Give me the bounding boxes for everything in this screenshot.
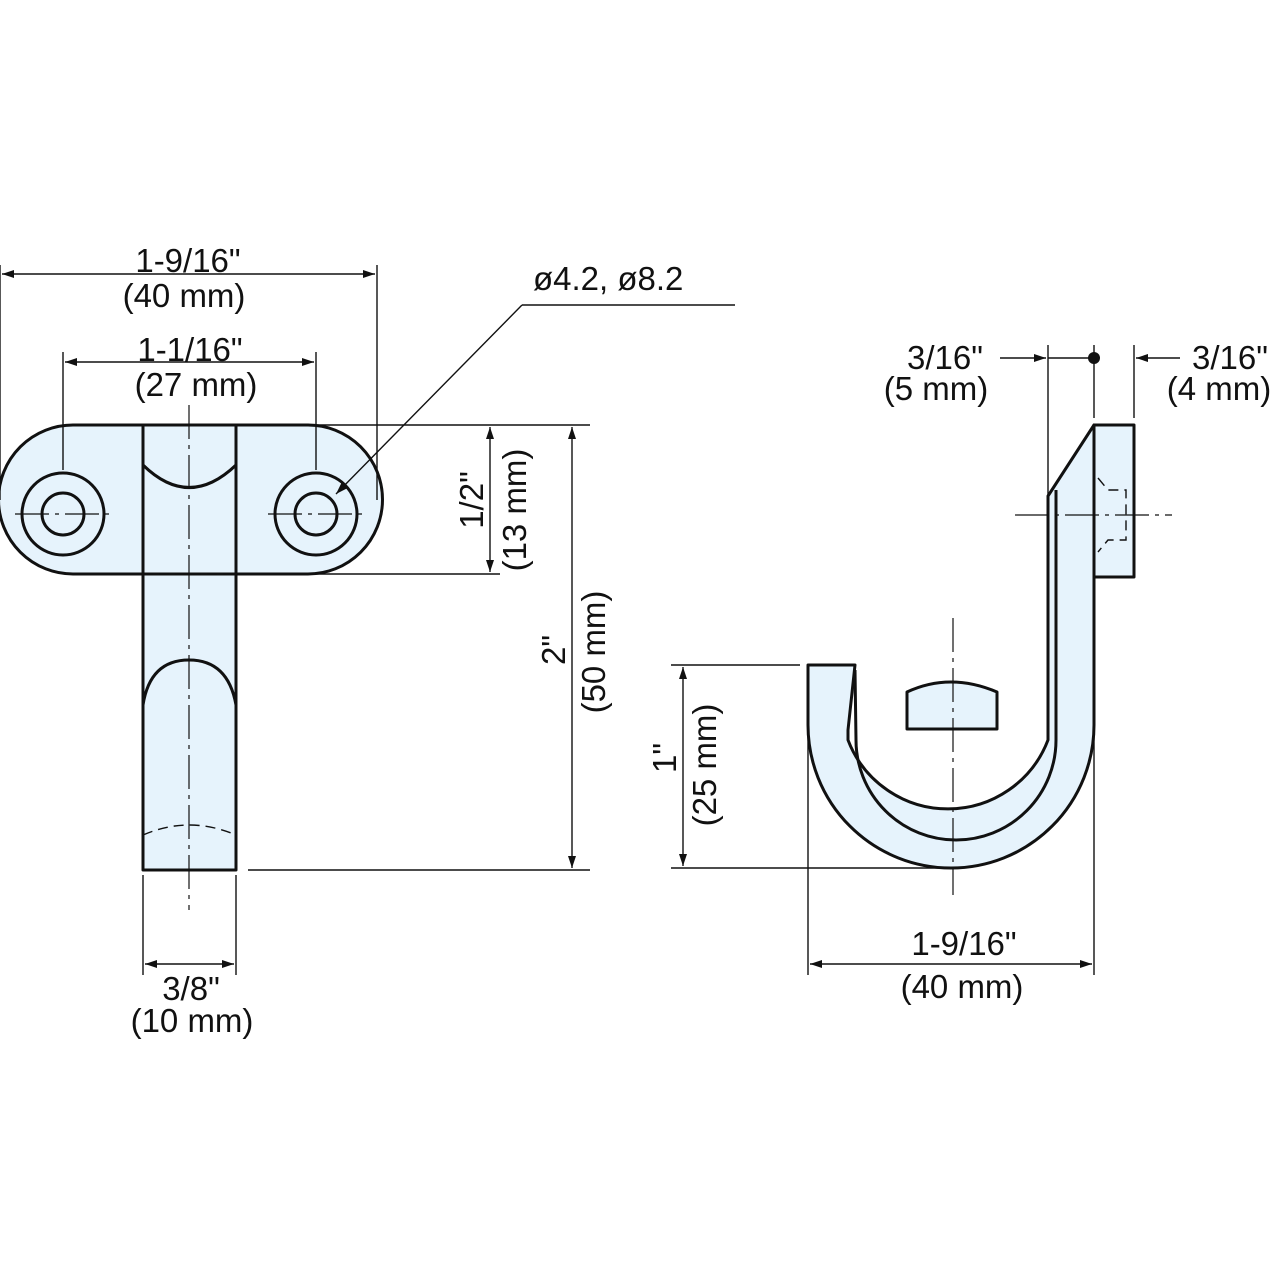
overall-depth-mm-label: (40 mm) xyxy=(901,968,1024,1005)
overall-height-inch-label: 2" xyxy=(535,635,572,665)
plate-thickness-inch-label: 3/16" xyxy=(1192,339,1268,376)
left-mounting-hole xyxy=(20,471,106,557)
hole-diameter-label: ø4.2, ø8.2 xyxy=(533,260,683,297)
hole-pitch-mm-label: (27 mm) xyxy=(135,366,258,403)
hook-height-inch-label: 1" xyxy=(646,743,683,773)
base-height-inch-label: 1/2" xyxy=(453,471,490,529)
stem-tip-hidden-edge xyxy=(142,824,237,836)
plate-offset-mm-label: (5 mm) xyxy=(884,370,988,407)
stem-width-mm-label: (10 mm) xyxy=(131,1002,254,1039)
side-mounting-plate xyxy=(1092,423,1136,579)
overall-width-mm-label: (40 mm) xyxy=(123,277,246,314)
plate-thickness-mm-label: (4 mm) xyxy=(1167,370,1271,407)
base-height-mm-label: (13 mm) xyxy=(496,449,533,572)
dimension-origin-dot xyxy=(1088,352,1100,364)
hook-height-mm-label: (25 mm) xyxy=(686,704,723,827)
side-view: 3/16" (5 mm) 3/16" (4 mm) 1" (25 mm) 1-9… xyxy=(646,339,1271,1005)
plate-offset-inch-label: 3/16" xyxy=(907,339,983,376)
overall-height-mm-label: (50 mm) xyxy=(575,591,612,714)
j-hook-body xyxy=(806,423,1096,870)
side-plate-hidden-countersink xyxy=(1097,477,1127,553)
hole-pitch-inch-label: 1-1/16" xyxy=(137,331,242,368)
overall-depth-inch-label: 1-9/16" xyxy=(911,925,1016,962)
j-hook-inner-edge xyxy=(853,490,1058,842)
stem-width-inch-label: 3/8" xyxy=(162,970,220,1007)
front-view: 1-9/16" (40 mm) 1-1/16" (27 mm) ø4.2, ø8… xyxy=(0,242,735,1039)
overall-width-inch-label: 1-9/16" xyxy=(135,242,240,279)
hook-tip-section xyxy=(905,680,999,731)
